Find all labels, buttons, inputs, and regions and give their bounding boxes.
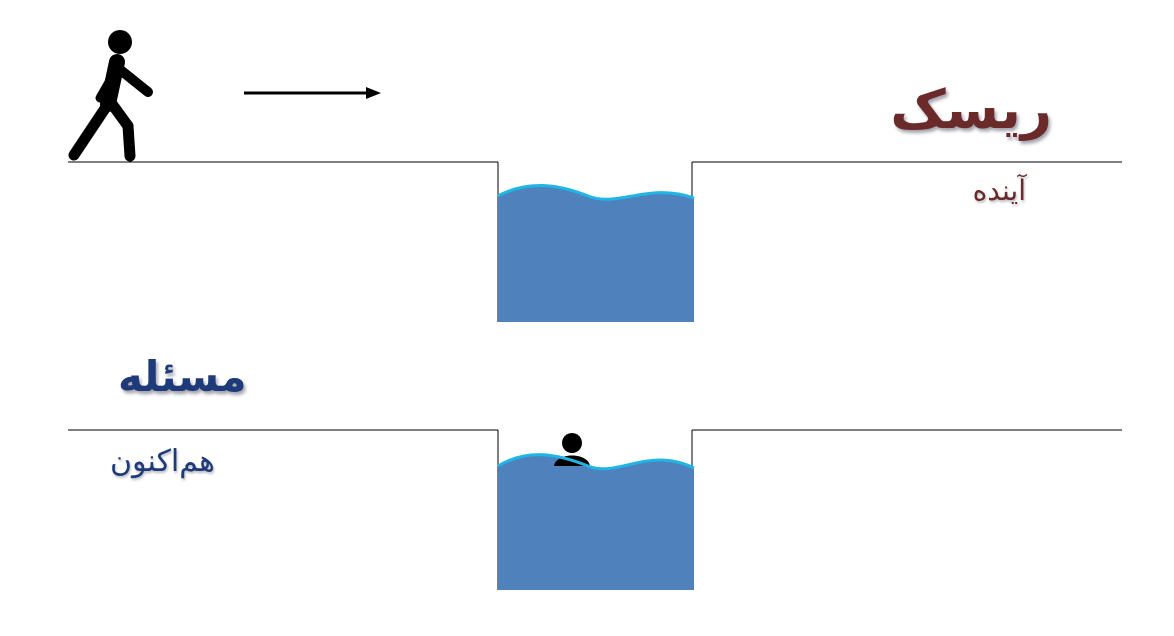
problem-title: مسئله — [118, 352, 247, 401]
risk-water — [498, 185, 694, 322]
future-label: آینده — [972, 174, 1026, 207]
problem-water — [498, 454, 694, 590]
walking-person-icon — [68, 30, 153, 162]
risk-wave-line — [497, 184, 695, 201]
problem-wave-line — [497, 453, 695, 471]
risk-scene — [68, 30, 1122, 322]
risk-title: ریسک — [890, 78, 1052, 141]
problem-scene — [68, 429, 1122, 590]
now-label: هم‌اکنون — [110, 444, 215, 479]
right-arrow-icon — [244, 87, 381, 99]
